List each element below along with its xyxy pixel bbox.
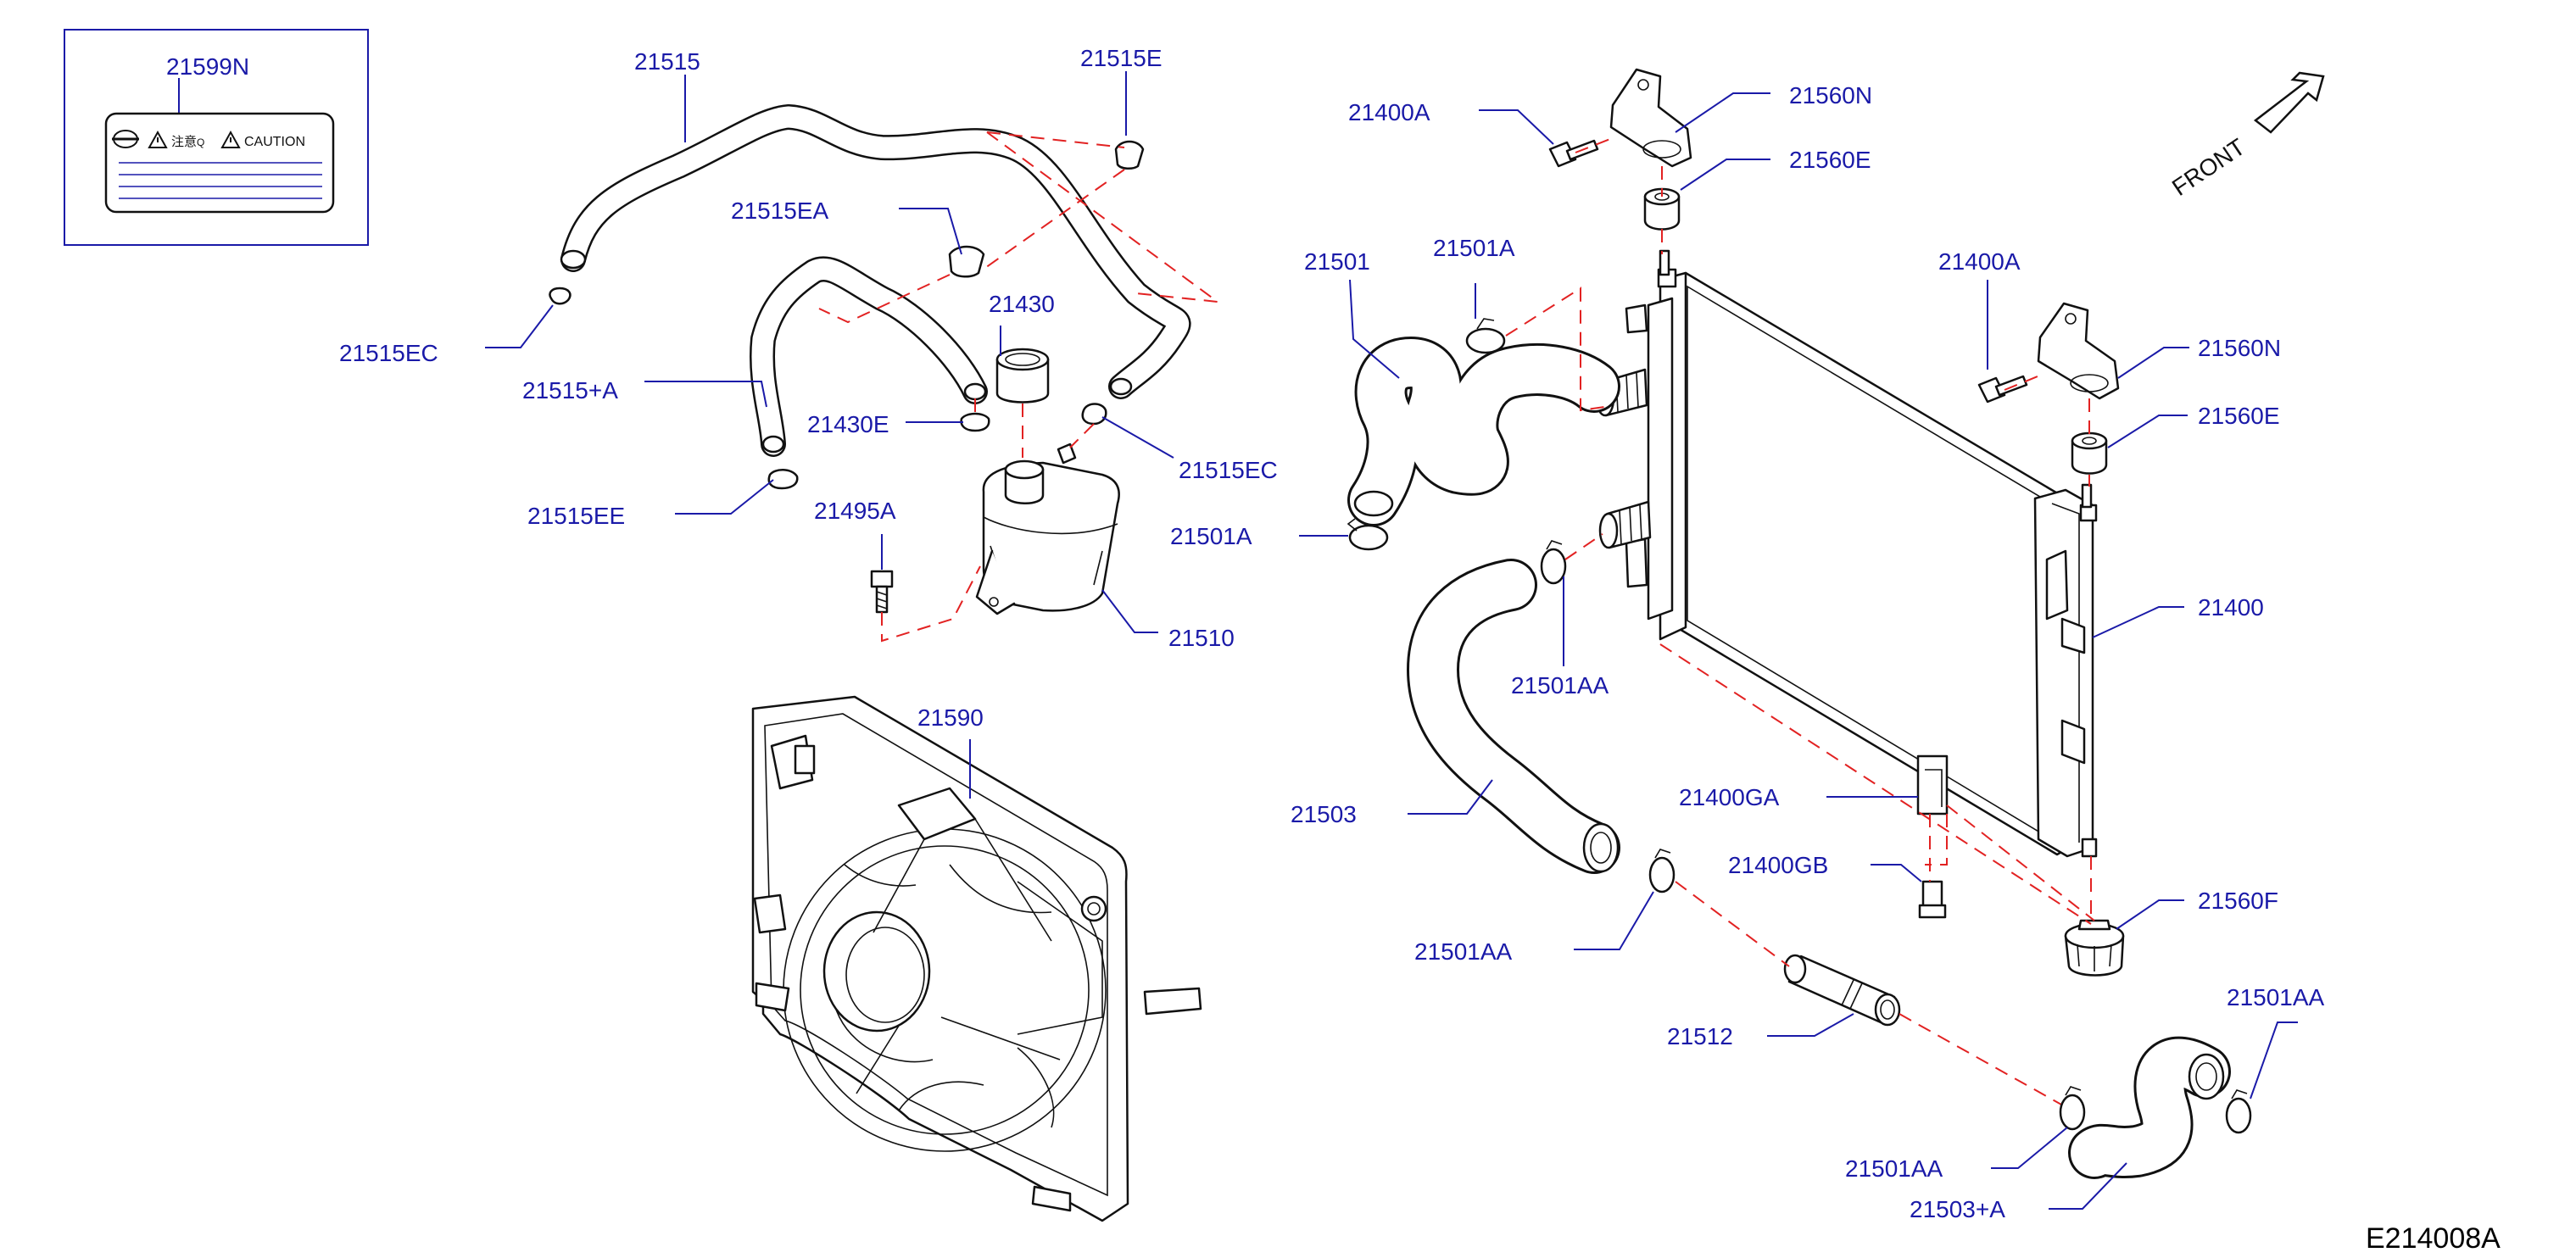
part-label-21590: 21590 [917,704,984,731]
reservoir-cap-21430 [995,348,1050,404]
radiator-21400 [1595,249,2098,858]
part-label-21503-plus-a: 21503+A [1910,1196,2005,1222]
part-label-21430: 21430 [989,291,1055,317]
part-label-21560n-top: 21560N [1789,82,1872,109]
hose-clip-21515ee [767,469,799,490]
part-label-21501a-bottom: 21501A [1170,523,1252,549]
part-label-21501: 21501 [1304,248,1370,275]
reservoir-tank-21510 [975,443,1120,615]
hose-21515-plus-a [750,256,988,457]
front-direction-label: FRONT [2167,133,2250,201]
part-label-21515-plus-a: 21515+A [522,377,618,404]
part-label-21515ee: 21515EE [527,503,625,529]
hose-clip-21515ec-right [1081,403,1107,426]
fan-shroud-assembly-21590 [751,695,1202,1222]
part-label-21560e-right: 21560E [2198,403,2280,429]
part-label-21515ec-left: 21515EC [339,340,438,366]
bolt-21400a-top [1548,139,1599,168]
hose-clamp-21501aa-right [2225,1089,2252,1134]
part-label-21501aa-bottom: 21501AA [1845,1155,1943,1182]
hose-clamp-21501a-bottom [1347,518,1389,551]
overflow-hose-21515 [560,104,1191,399]
lower-mount-21560f [2064,919,2125,977]
part-label-21560f: 21560F [2198,888,2278,914]
part-label-21515e: 21515E [1080,45,1163,71]
svg-text:Q: Q [197,136,204,148]
part-label-21510: 21510 [1168,625,1235,651]
caution-label-english: CAUTION [244,135,305,149]
lower-hose-21503 [1407,559,1620,874]
hose-clip-21515e [1114,140,1145,170]
part-label-21501a-top: 21501A [1433,235,1515,261]
part-label-21501aa-low: 21501AA [1414,938,1513,965]
caution-label-inset: 注意 Q CAUTION [64,29,369,246]
diagram-code: E214008A [2366,1222,2501,1255]
part-label-21400gb: 21400GB [1728,852,1828,878]
bolt-21495a [870,570,894,614]
bracket-21560n-top [1609,68,1692,168]
hose-clamp-21501aa-mid [1540,540,1567,585]
hose-clamp-21501aa-bottom [2059,1086,2086,1131]
hose-21503-plus-a [2068,1036,2231,1179]
part-label-21400a-right: 21400A [1938,248,2021,275]
bracket-21560n-right [2037,302,2120,400]
front-direction-arrow-icon [2253,71,2325,134]
warning-triangle-icon [220,130,241,148]
hose-clip-21430e [960,412,990,432]
part-label-21515ec-right: 21515EC [1179,457,1278,483]
part-label-21560e-top: 21560E [1789,147,1871,173]
part-label-21400: 21400 [2198,594,2264,621]
part-label-21495a: 21495A [814,498,896,524]
bolt-21400gb [1918,880,1947,919]
part-label-21501aa-mid: 21501AA [1511,672,1609,699]
warning-triangle-icon [148,130,168,148]
part-label-21501aa-right: 21501AA [2227,984,2325,1010]
part-label-21515ea: 21515EA [731,198,829,224]
hose-clip-21515ec-left [549,287,572,305]
part-label-21503: 21503 [1291,801,1357,827]
part-label-21430e: 21430E [807,411,889,437]
hose-clamp-21501aa-low [1648,849,1676,893]
part-label-21400a-top: 21400A [1348,99,1430,125]
hose-clip-21515ea [948,245,985,278]
bolt-21400a-right [1977,375,2028,404]
manufacturer-logo-icon [112,130,139,148]
caution-label-japanese: 注意 [171,134,197,149]
part-label-21560n-right: 21560N [2198,335,2281,361]
part-label-21512: 21512 [1667,1023,1733,1049]
part-label-21400ga: 21400GA [1679,784,1780,810]
upper-hose-21501 [1347,337,1620,526]
grommet-21560e-right [2071,431,2108,475]
part-label-21599n: 21599N [166,53,249,80]
hose-clamp-21501a-top [1465,318,1506,354]
part-label-21515: 21515 [634,48,700,75]
leader-lines [485,71,2298,1210]
coolant-pipe-21512 [1783,954,1901,1027]
